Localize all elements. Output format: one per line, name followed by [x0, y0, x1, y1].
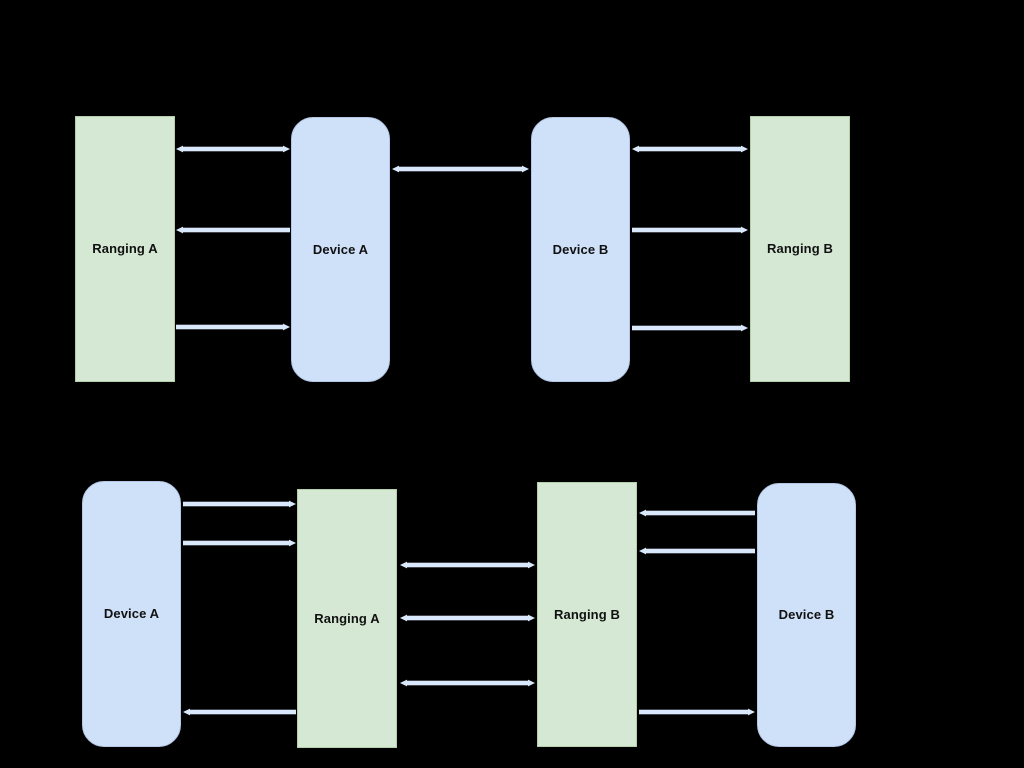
- diagram-arrow: [400, 613, 535, 623]
- node-bot-ranging-b[interactable]: Ranging B: [537, 482, 637, 747]
- node-label: Device B: [552, 241, 609, 257]
- node-label: Device B: [778, 607, 835, 623]
- diagram-arrow: [639, 707, 755, 717]
- node-bot-device-b[interactable]: Device B: [757, 483, 856, 747]
- diagram-arrow: [400, 678, 535, 688]
- node-top-ranging-a[interactable]: Ranging A: [75, 116, 175, 382]
- node-top-ranging-b[interactable]: Ranging B: [750, 116, 850, 382]
- node-label: Ranging A: [92, 241, 158, 257]
- node-top-device-a[interactable]: Device A: [291, 117, 390, 382]
- node-bot-ranging-a[interactable]: Ranging A: [297, 489, 397, 748]
- node-bot-device-a[interactable]: Device A: [82, 481, 181, 747]
- diagram-arrow: [639, 546, 755, 556]
- node-label: Device A: [312, 241, 369, 257]
- node-label: Ranging B: [554, 606, 620, 622]
- diagram-arrow: [183, 707, 296, 717]
- node-label: Ranging A: [314, 610, 380, 626]
- node-label: Ranging B: [767, 241, 833, 257]
- diagram-arrow: [400, 560, 535, 570]
- diagram-arrow: [183, 538, 296, 548]
- node-label: Device A: [103, 606, 160, 622]
- node-top-device-b[interactable]: Device B: [531, 117, 630, 382]
- diagram-arrow: [639, 508, 755, 518]
- diagram-arrow: [183, 499, 296, 509]
